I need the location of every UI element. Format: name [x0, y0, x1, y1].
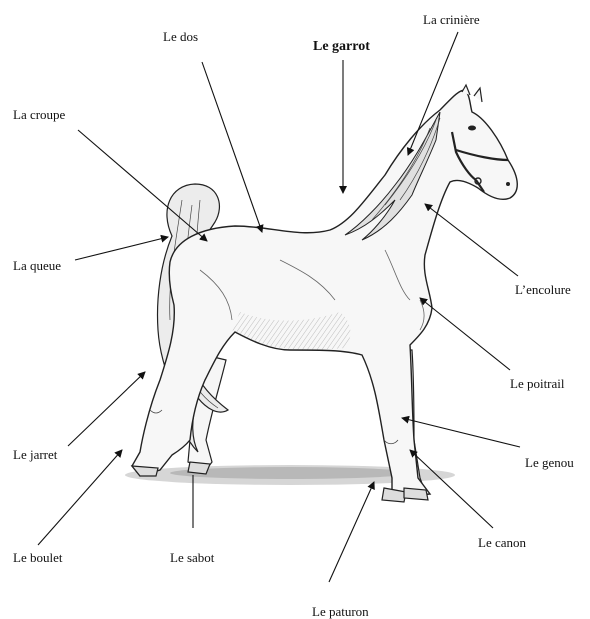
label-le-genou: Le genou [525, 456, 574, 469]
arrow-jarret [68, 372, 145, 446]
label-le-poitrail: Le poitrail [510, 377, 565, 390]
label-le-canon: Le canon [478, 536, 526, 549]
label-le-jarret: Le jarret [13, 448, 57, 461]
label-le-sabot: Le sabot [170, 551, 214, 564]
label-la-queue: La queue [13, 259, 61, 272]
label-la-criniere: La crinière [423, 13, 480, 26]
label-le-dos: Le dos [163, 30, 198, 43]
label-le-paturon: Le paturon [312, 605, 369, 618]
label-le-boulet: Le boulet [13, 551, 62, 564]
label-l-encolure: L’encolure [515, 283, 571, 296]
label-le-garrot: Le garrot [313, 40, 370, 54]
arrow-queue [75, 237, 168, 260]
label-la-croupe: La croupe [13, 108, 65, 121]
arrow-boulet [38, 450, 122, 545]
arrow-poitrail [420, 298, 510, 370]
horse-body [132, 85, 517, 496]
arrow-encolure [425, 204, 518, 276]
arrow-genou [402, 418, 520, 447]
arrow-paturon [329, 482, 374, 582]
